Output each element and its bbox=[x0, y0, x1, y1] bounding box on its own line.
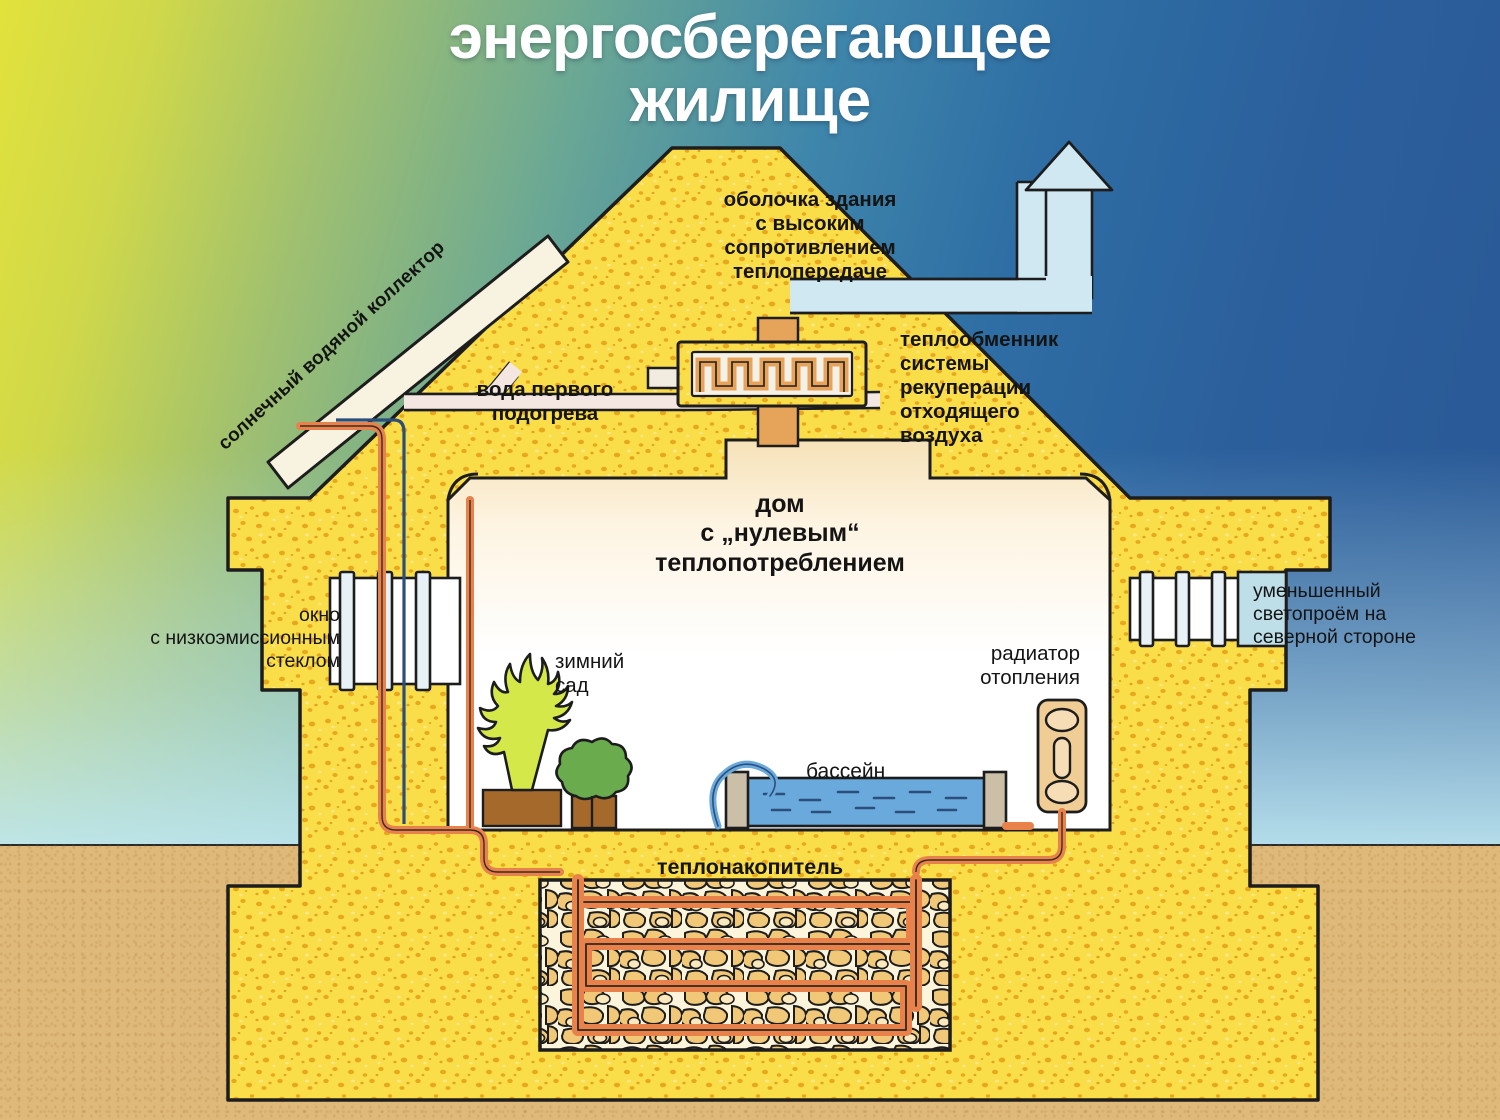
label-hx-line-5: воздуха bbox=[900, 423, 983, 447]
label-north-line-3: северной стороне bbox=[1253, 625, 1416, 648]
label-hx-line-1: теплообменник bbox=[900, 328, 1059, 351]
heat-recovery-exchanger[interactable] bbox=[646, 316, 868, 448]
label-envelope-line-1: оболочка здания bbox=[723, 188, 897, 211]
label-heat-storage: теплонакопитель bbox=[656, 855, 844, 879]
label-zero-line-3: теплопотреблением bbox=[655, 548, 905, 577]
label-window-line-1: окно bbox=[299, 604, 340, 626]
title-line-2: жилище bbox=[629, 66, 871, 136]
label-winter-garden: зимний сад bbox=[555, 650, 705, 698]
page-title: энергосберегающее жилище bbox=[0, 3, 1500, 136]
exhaust-up-arrow-icon bbox=[1024, 140, 1114, 192]
swimming-pool bbox=[709, 760, 1008, 830]
label-heat-recovery-exchanger: теплообменник системы рекуперации отходя… bbox=[900, 328, 1140, 448]
round-green-bush bbox=[555, 737, 633, 801]
label-building-envelope: оболочка здания с высоким сопротивлением… bbox=[620, 188, 1000, 284]
label-garden-line-2: сад bbox=[555, 673, 589, 697]
label-radiator-line-2: отопления bbox=[980, 665, 1080, 689]
window-reduced-north-right[interactable] bbox=[1128, 570, 1288, 648]
label-envelope-line-4: теплопередаче bbox=[732, 259, 887, 283]
window-low-emissivity-left[interactable] bbox=[328, 570, 462, 692]
label-radiator-line-1: радиатор bbox=[990, 642, 1080, 665]
label-north-light-opening: уменьшенный светопроём на северной сторо… bbox=[1253, 580, 1500, 648]
label-envelope-line-2: с высоким bbox=[755, 211, 865, 235]
label-window-line-3: стеклом bbox=[266, 649, 340, 672]
label-north-line-1: уменьшенный bbox=[1253, 580, 1381, 602]
label-hx-line-4: отходящего bbox=[900, 399, 1020, 423]
winter-garden-plants bbox=[476, 652, 633, 830]
heating-radiator[interactable] bbox=[1036, 698, 1088, 814]
label-envelope-line-3: сопротивлением bbox=[724, 235, 896, 259]
label-water-line-2: подогрева bbox=[491, 401, 599, 425]
label-heating-radiator: радиатор отопления bbox=[900, 642, 1080, 690]
title-line-1: энергосберегающее bbox=[448, 3, 1052, 72]
hydronic-pipe-outline bbox=[300, 425, 1063, 873]
label-zero-line-1: дом bbox=[755, 490, 805, 518]
label-garden-line-1: зимний bbox=[555, 650, 625, 673]
label-low-emissivity-window: окно с низкоэмиссионным стеклом bbox=[30, 604, 340, 672]
label-hx-line-2: системы bbox=[900, 351, 990, 375]
tall-lime-plant bbox=[476, 652, 574, 792]
label-window-line-2: с низкоэмиссионным bbox=[150, 626, 340, 649]
label-first-heat-water: вода первого подогрева bbox=[430, 378, 660, 426]
label-swimming-pool: бассейн bbox=[806, 760, 886, 783]
label-north-line-2: светопроём на bbox=[1253, 602, 1387, 625]
label-hx-line-3: рекуперации bbox=[900, 375, 1032, 399]
label-zero-line-2: с „нулевым“ bbox=[700, 519, 860, 548]
heat-storage-unit bbox=[538, 874, 952, 1052]
exhaust-air-duct bbox=[790, 140, 1114, 315]
label-zero-energy-house: дом с „нулевым“ теплопотреблением bbox=[560, 490, 1000, 578]
collector-feed-line bbox=[336, 418, 406, 824]
label-water-line-1: вода первого bbox=[476, 378, 614, 401]
